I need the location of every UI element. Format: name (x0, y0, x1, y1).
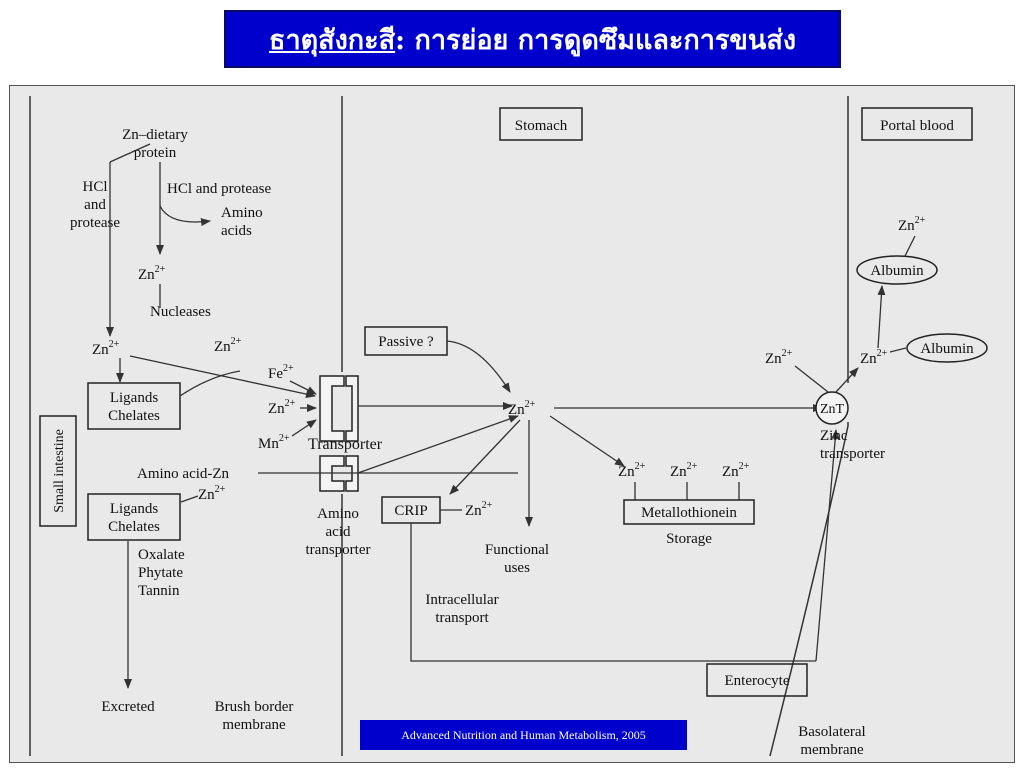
zinc-transporter-label-2: transporter (820, 446, 885, 462)
portal-blood-box (861, 107, 973, 141)
transporter-shape-left (319, 375, 345, 442)
aa-transporter-1: Amino (317, 506, 359, 522)
zn-dietary-label-1: Zn–dietary (122, 127, 188, 143)
zn-lumen: Zn2+ (92, 339, 120, 358)
basolateral-line-curve (769, 425, 849, 757)
functional-uses-label-2: uses (504, 560, 530, 576)
zn-albumin: Zn2+ (898, 215, 926, 234)
ligands-2: Ligands (110, 501, 158, 517)
mt-zn-3: Zn2+ (722, 461, 750, 480)
small-intestine-box (39, 415, 77, 527)
basolateral-label-1: Basolateral (798, 724, 865, 740)
arrow-to-amino-acids (159, 205, 211, 227)
intracellular-label-2: transport (435, 610, 489, 626)
stomach-label: Stomach (515, 118, 568, 134)
zn-after-hcl: Zn2+ (138, 264, 166, 283)
transporter-shape-right (345, 375, 359, 442)
portal-blood-label: Portal blood (880, 118, 954, 134)
metallothionein-label: Metallothionein (641, 505, 737, 521)
amino-acid-zn-label: Amino acid-Zn (137, 466, 230, 482)
tannin-label: Tannin (138, 583, 180, 599)
title-rest: : การย่อย การดูดซึมและการขนส่ง (395, 24, 797, 56)
stomach-box (499, 107, 583, 141)
arrow-zn-to-crip (449, 419, 521, 495)
zinc-absorption-figure: Stomach Portal blood Enterocyte Small in… (9, 85, 1015, 763)
hcl-left-3: protease (70, 215, 120, 231)
amino-acids-label-2: acids (221, 223, 252, 239)
intracellular-path (410, 523, 816, 662)
albumin-ellipse-2 (906, 333, 988, 363)
arrow-passive (446, 340, 511, 393)
amino-acids-label-1: Amino (221, 205, 263, 221)
zinc-transporter-label-1: Zinc (820, 428, 848, 444)
zn-dietary-label-2: protein (134, 145, 177, 161)
title-underlined: ธาตุสังกะสี (268, 24, 396, 56)
zn-crip: Zn2+ (465, 500, 493, 519)
arrow-intracellular-to-znt (815, 429, 840, 662)
storage-label: Storage (666, 531, 712, 547)
connector-ligands-1 (179, 370, 241, 397)
metallothionein-box (623, 499, 755, 525)
fe-label: Fe2+ (268, 363, 294, 382)
crip-label: CRIP (394, 503, 427, 519)
hcl-left-1: HCl (82, 179, 107, 195)
functional-uses-label-1: Functional (485, 542, 549, 558)
arrow-aa-to-zn (357, 415, 519, 474)
hcl-and-protease-label: HCl and protease (167, 181, 271, 197)
albumin-ellipse-1 (856, 255, 938, 285)
arrow-mn (291, 419, 317, 437)
connector-left (109, 143, 151, 163)
small-intestine-label: Small intestine (52, 429, 67, 513)
chelates-1: Chelates (108, 408, 160, 424)
arrow-fe (289, 380, 317, 395)
basolateral-label-2: membrane (800, 742, 864, 758)
phytate-label: Phytate (138, 565, 183, 581)
aa-transporter-2: acid (326, 524, 351, 540)
connector-zn-albumin (904, 235, 916, 257)
arrow-znt-to-zn (835, 367, 859, 393)
ligands-chelates-box-1 (87, 382, 181, 430)
enterocyte-box (706, 663, 808, 697)
chelates-2: Chelates (108, 519, 160, 535)
brush-border-label-1: Brush border (215, 699, 294, 715)
arrow-to-albumin-1 (877, 285, 886, 349)
aa-transporter-3: transporter (306, 542, 371, 558)
zn-transporter-label: Zn2+ (268, 398, 296, 417)
connector-albumin-2 (889, 347, 907, 353)
passive-label: Passive ? (378, 334, 434, 350)
arrow-zn-to-transporter (129, 355, 316, 399)
mt-zn-2: Zn2+ (670, 461, 698, 480)
hcl-left-2: and (84, 197, 106, 213)
diagram-canvas: Stomach Portal blood Enterocyte Small in… (29, 96, 988, 758)
zn-lumen-2: Zn2+ (214, 336, 242, 355)
zn-znt-left: Zn2+ (765, 348, 793, 367)
zn-znt-right: Zn2+ (860, 348, 888, 367)
brush-border-label-2: membrane (222, 717, 286, 733)
arrow-zn-to-metallothionein (549, 415, 625, 467)
albumin-label-2: Albumin (920, 341, 974, 357)
citation-box: Advanced Nutrition and Human Metabolism,… (360, 720, 687, 750)
ligands-1: Ligands (110, 390, 158, 406)
zn-ligands-2: Zn2+ (198, 484, 226, 503)
znt-label: ZnT (820, 402, 845, 417)
enterocyte-label: Enterocyte (725, 673, 790, 689)
connector-zn-ligands-2 (180, 495, 199, 503)
slide-title: ธาตุสังกะสี: การย่อย การดูดซึมและการขนส่… (224, 10, 841, 68)
mt-zn-1: Zn2+ (618, 461, 646, 480)
intracellular-label-1: Intracellular (425, 592, 498, 608)
transporter-label: Transporter (308, 436, 383, 453)
znt-circle (815, 391, 849, 425)
excreted-label: Excreted (101, 699, 155, 715)
nucleases-label: Nucleases (150, 304, 211, 320)
oxalate-label: Oxalate (138, 547, 185, 563)
zn-central: Zn2+ (508, 399, 536, 418)
albumin-label-1: Albumin (870, 263, 924, 279)
connector-zn-znt-left (794, 365, 829, 393)
ligands-chelates-box-2 (87, 493, 181, 541)
mn-label: Mn2+ (258, 433, 290, 452)
